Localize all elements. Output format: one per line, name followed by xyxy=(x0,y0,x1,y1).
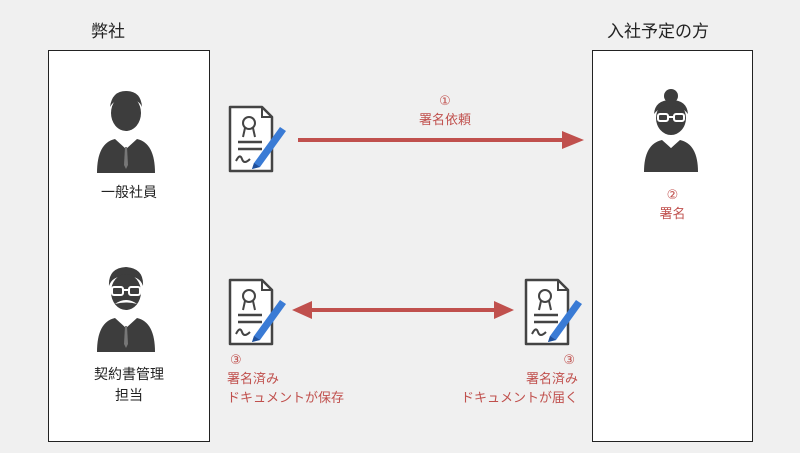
step3-right-line1: 署名済み xyxy=(525,372,578,387)
employee-avatar-icon xyxy=(97,91,155,173)
step3-left-number: ③ xyxy=(230,353,242,368)
signature-request-arrow xyxy=(298,131,584,149)
step1-label: ① 署名依頼 xyxy=(400,92,490,130)
manager-avatar-icon xyxy=(97,267,155,352)
employee-label: 一般社員 xyxy=(101,185,157,201)
new-hire-avatar-icon xyxy=(644,89,698,172)
document-signature-icon xyxy=(524,278,582,346)
step2-number: ② xyxy=(666,188,679,203)
step3-right-line2: ドキュメントが届く xyxy=(460,391,578,406)
step3-left-line2: ドキュメントが保存 xyxy=(227,391,345,406)
document-signature-icon xyxy=(228,278,286,346)
step1-text: 署名依頼 xyxy=(418,113,471,128)
step3-right-number: ③ xyxy=(563,353,575,368)
company-title: 弊社 xyxy=(91,22,125,42)
step3-right-label: ③ 署名済み ドキュメントが届く xyxy=(430,351,578,408)
manager-label-line2: 担当 xyxy=(115,388,143,404)
step3-left-line1: 署名済み xyxy=(227,372,280,387)
step1-number: ① xyxy=(439,94,451,109)
signed-document-arrow xyxy=(292,301,514,319)
new-hire-title: 入社予定の方 xyxy=(607,22,709,42)
step2-text: 署名 xyxy=(659,207,686,222)
document-signature-icon xyxy=(228,105,286,173)
manager-label: 契約書管理 担当 xyxy=(58,365,200,407)
step2-label: ② 署名 xyxy=(620,186,725,224)
step3-left-label: ③ 署名済み ドキュメントが保存 xyxy=(227,351,377,408)
manager-label-line1: 契約書管理 xyxy=(94,367,164,383)
